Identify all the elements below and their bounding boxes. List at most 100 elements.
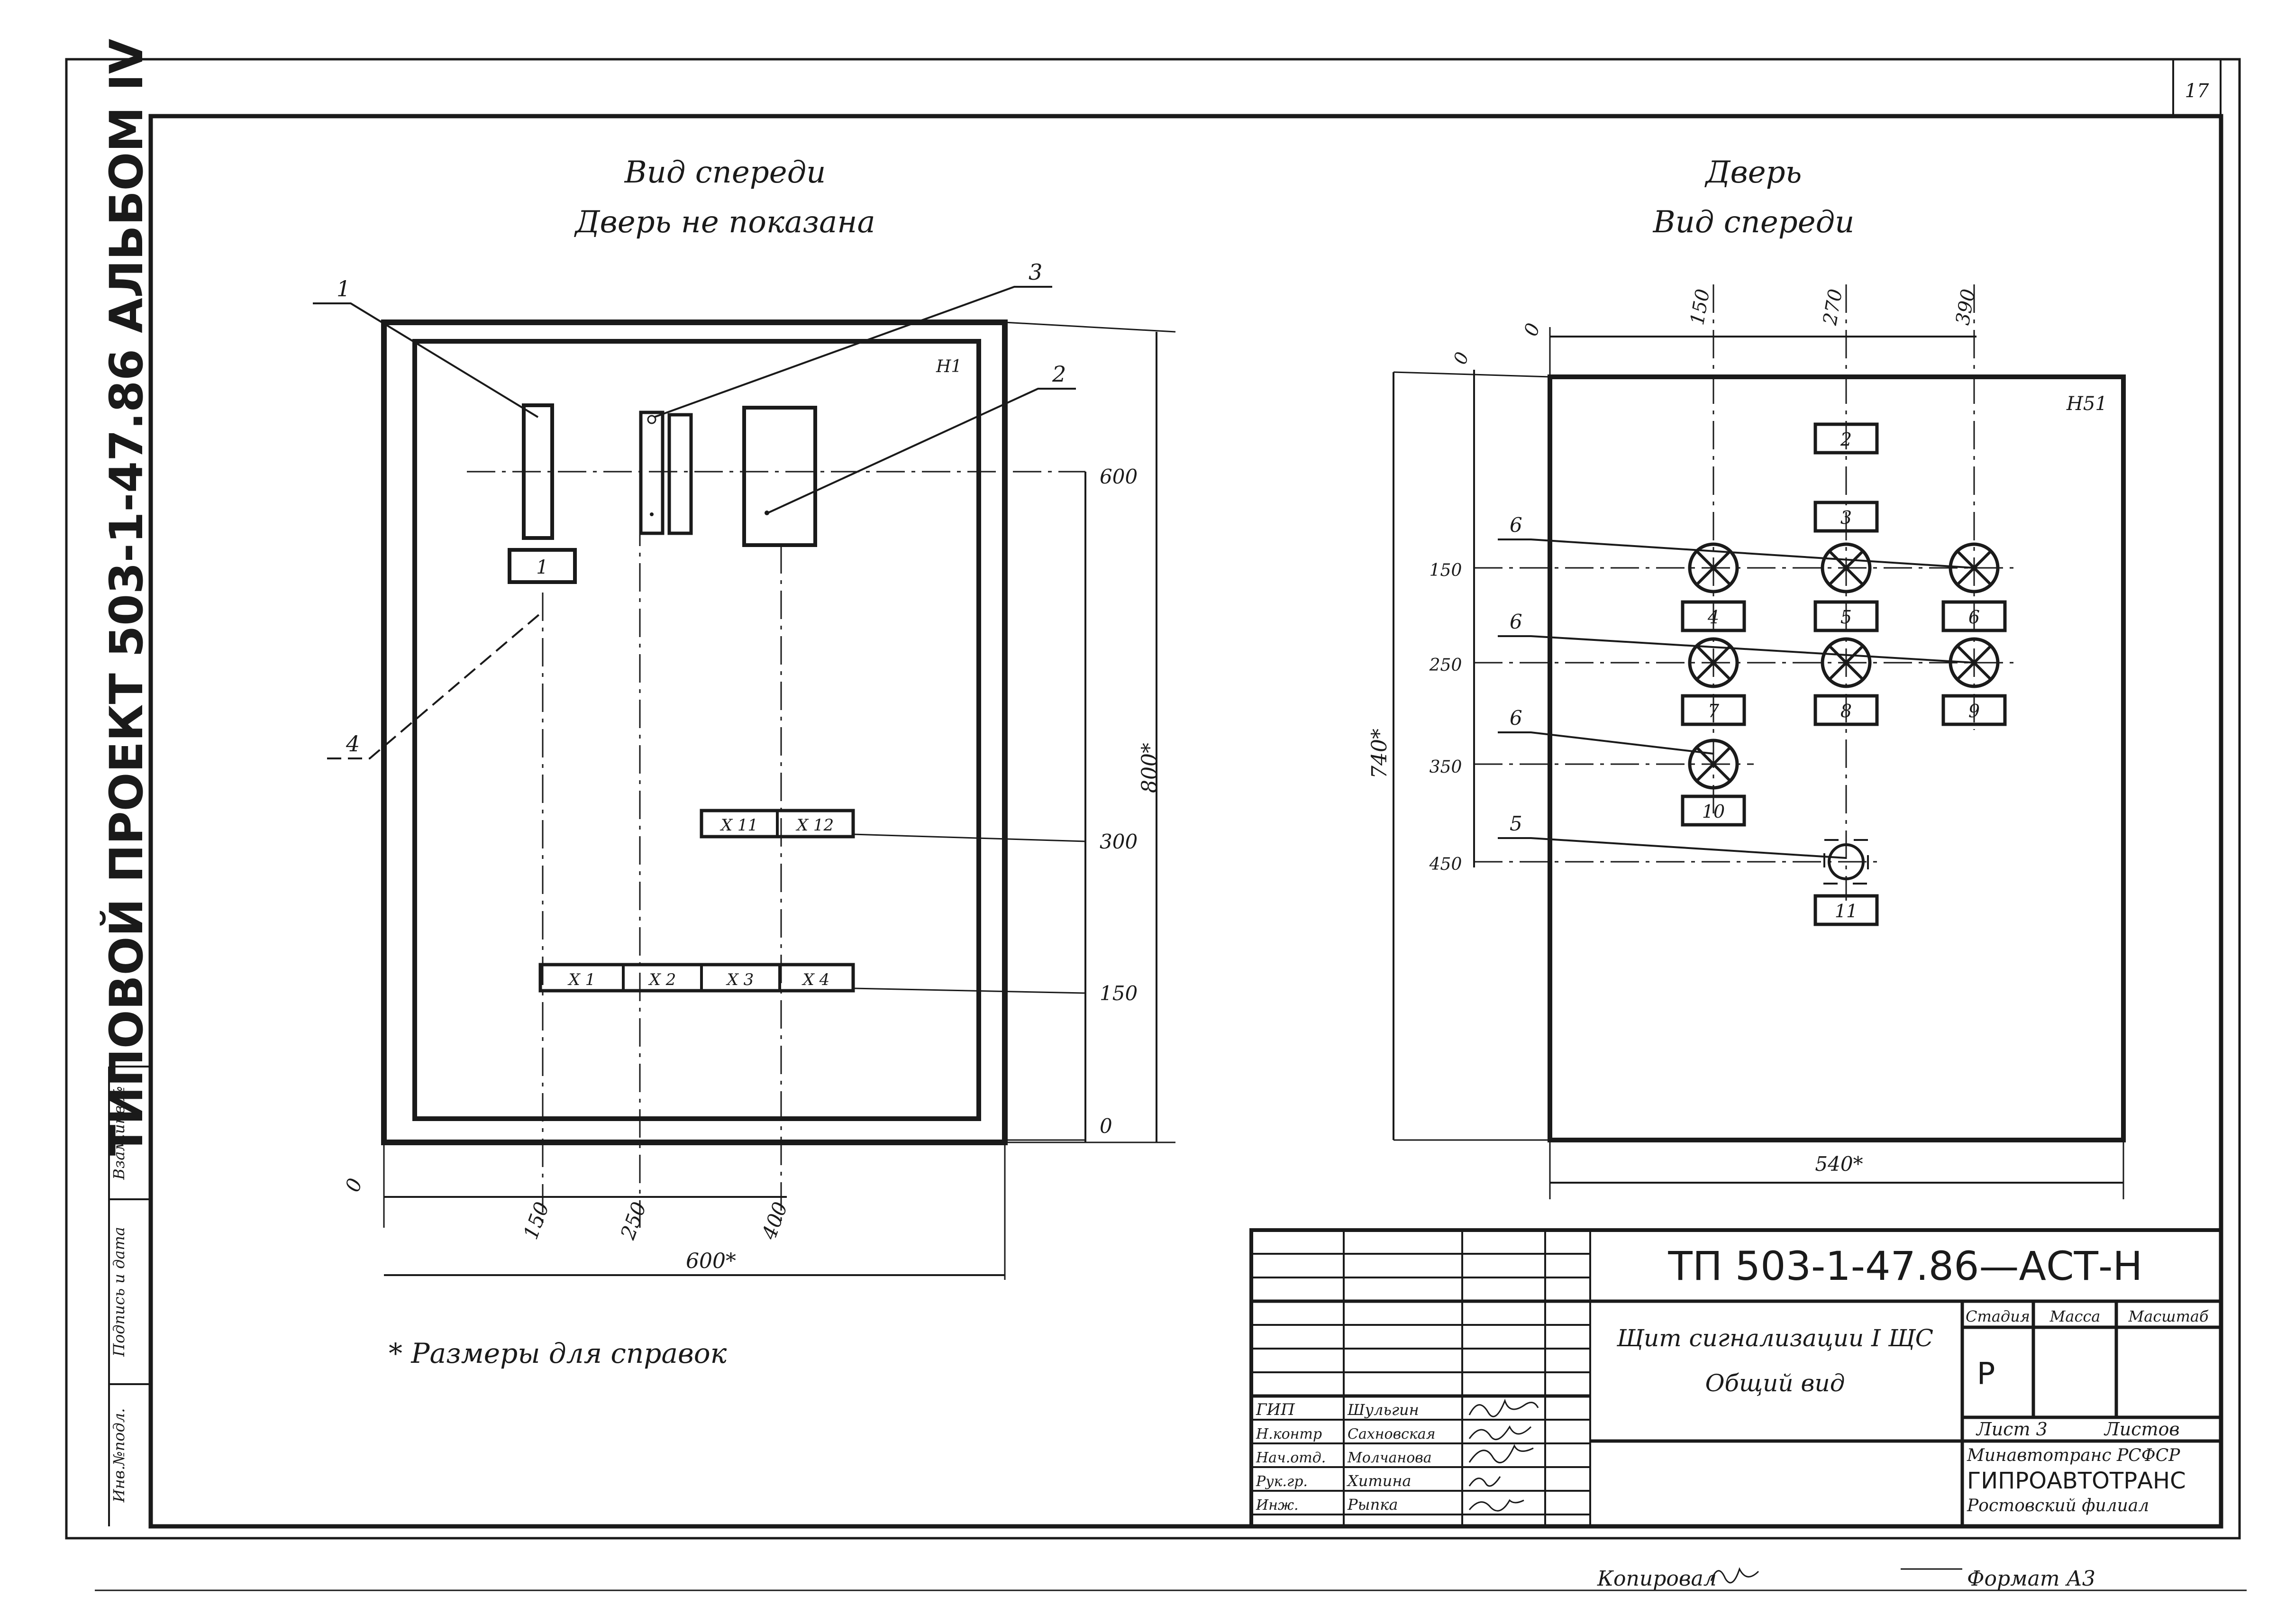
door-label-box-5 [1813,600,1879,632]
front-view: Вид спереди Дверь не показана Н1 1 1 2 3… [313,155,1176,1280]
door-label-box-4 [1681,600,1746,632]
role-engineer: Инж. [1256,1497,1299,1514]
door-label-9: 9 [1968,701,1980,721]
cabinet-mark: Н1 [936,357,962,376]
signal-lamp-8 [1821,637,1872,688]
name-chief-engineer: Шульгин [1347,1401,1419,1419]
title-block: ТП 503-1-47.86—АСТ-Н Щит сигнализации I … [1249,1228,2223,1528]
terminal-x11: Х 11 [719,816,758,835]
door-label-box-11 [1813,894,1879,926]
terminal-x2: Х 2 [648,970,676,989]
door-label-11: 11 [1835,901,1858,921]
document-name-line2: Общий вид [1705,1369,1845,1397]
front-view-title: Вид спереди [624,155,826,190]
signal-lamp-5 [1821,542,1872,593]
leader-1 [313,302,539,418]
sheet-number-cell [2172,58,2222,117]
door-view-title: Дверь [1704,155,1802,190]
door-label-box-10 [1681,794,1746,827]
terminal-x3: Х 3 [726,970,754,989]
door-label-3: 3 [1840,507,1852,528]
role-chief-engineer: ГИП [1256,1400,1295,1419]
door-label-5: 5 [1840,607,1852,628]
door-label-2: 2 [1840,429,1852,450]
terminal-x4: Х 4 [801,970,830,989]
outer-trim-frame [65,58,2241,1540]
col-stage: Стадия [1966,1307,2030,1325]
dim-bottom-0: 0 [341,1175,367,1195]
door-view-subtitle: Вид спереди [1653,205,1855,240]
door-dim-top-0: 0 [1520,320,1545,339]
door-dim-top-150: 150 [1686,287,1714,327]
signal-lamp-6 [1949,542,2000,593]
device-2 [742,406,817,547]
leader-3-label: 3 [1029,259,1042,285]
leader-3 [654,286,1052,418]
device-1 [522,403,554,540]
door-leader-row2-label: 6 [1510,610,1522,633]
name-engineer: Рыпка [1347,1496,1398,1514]
org-line3: Ростовский филиал [1967,1496,2149,1515]
title-block-frame [1249,1228,2223,1528]
role-dept-head: Нач.отд. [1256,1450,1326,1466]
dim-width: 600* [686,1249,736,1273]
stage-value: Р [1977,1357,1995,1392]
reference-dimensions-note: * Размеры для справок [389,1337,727,1369]
terminal-row-lower [538,963,855,993]
footer-copied: Копировал [1597,1567,1717,1591]
door-label-8: 8 [1840,701,1852,721]
door-label-7: 7 [1708,701,1720,721]
leader-2 [767,388,1076,514]
door-label-box-3 [1813,501,1879,533]
sheets-label: Листов [2104,1419,2180,1440]
signal-lamp-7 [1688,637,1739,688]
stamp-signature-date: Подпись и дата [110,1227,128,1357]
device-3b [667,413,693,535]
signal-lamp-4 [1688,542,1739,593]
stamp-replaced-inv: Взам.инв.№ [110,1086,128,1180]
door-label-6: 6 [1968,607,1980,628]
dim-right-150: 150 [1100,982,1138,1005]
col-mass: Масса [2049,1307,2101,1325]
door-leader-row3 [1498,731,1714,755]
door-label-box-7 [1681,694,1746,726]
door-leader-row1 [1498,538,1975,569]
front-view-subtitle: Дверь не показана [574,205,875,240]
drawing-frame [148,114,2223,1529]
signal-lamp-10 [1688,739,1739,790]
dim-right-600: 600 [1100,465,1138,488]
signal-lamp-9 [1949,637,2000,688]
footer-format: Формат А3 [1967,1567,2095,1591]
leader-1-label: 1 [337,276,350,301]
door-leader-row4 [1498,837,1847,859]
name-norm-control: Сахновская [1348,1426,1436,1442]
device-1-label: 1 [536,557,548,578]
door-leader-row3-label: 6 [1510,706,1522,730]
dim-bottom-150: 150 [519,1199,554,1242]
terminal-x1: Х 1 [567,970,596,989]
document-code: ТП 503-1-47.86—АСТ-Н [1668,1243,2143,1289]
role-group-lead: Рук.гр. [1256,1473,1308,1490]
dim-right-0: 0 [1100,1114,1112,1138]
door-panel-mark: Н51 [2066,393,2107,415]
stamp-inv-original: Инв.№подл. [110,1408,128,1503]
door-dim-left-250: 250 [1429,656,1462,675]
device-1-label-box [508,548,577,584]
cabinet-inner-panel [412,339,981,1121]
door-label-box-2 [1813,422,1879,455]
door-label-10: 10 [1702,801,1725,822]
door-label-box-6 [1941,600,2007,632]
device-3a [639,411,665,535]
door-dim-width: 540* [1815,1152,1863,1176]
signatures [1468,1398,1539,1512]
dim-bottom-400: 400 [757,1199,792,1243]
leader-4 [327,611,544,759]
push-button-11 [1828,843,1865,880]
document-name-line1: Щит сигнализации I ЩС [1616,1324,1933,1352]
sheet-label: Лист 3 [1976,1419,2048,1440]
door-label-4: 4 [1707,607,1719,628]
dim-height: 800* [1138,743,1162,793]
name-group-lead: Хитина [1346,1472,1412,1490]
door-dim-left-450: 450 [1429,855,1462,874]
